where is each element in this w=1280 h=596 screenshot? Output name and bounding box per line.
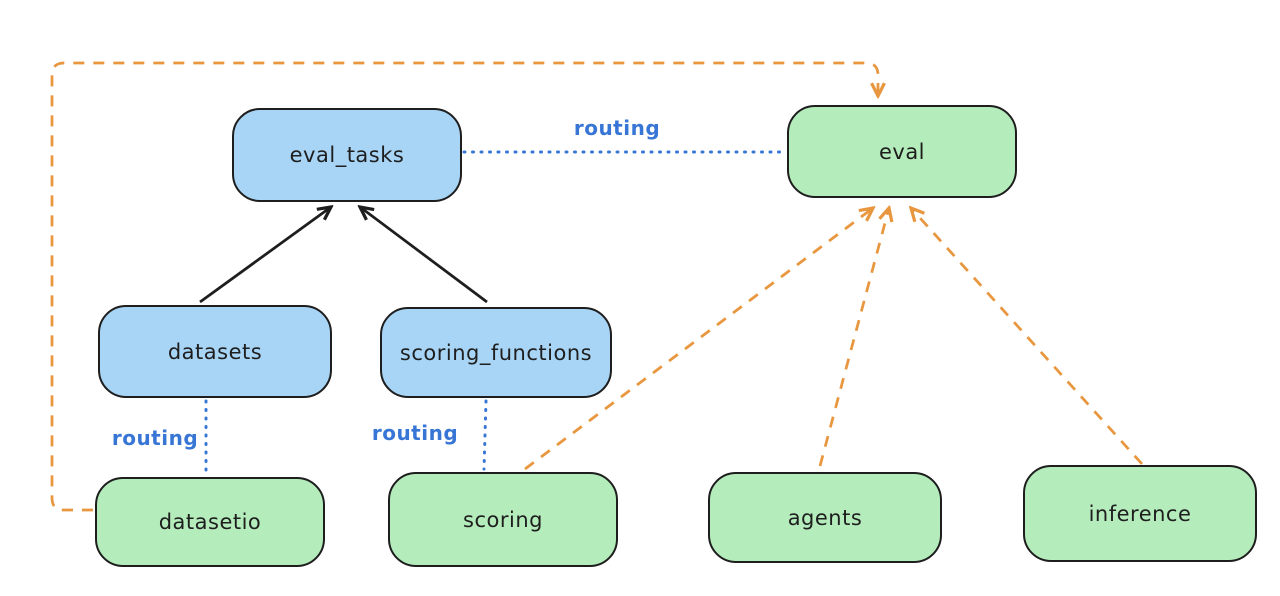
node-eval-tasks: eval_tasks (232, 108, 462, 202)
routing-line-scoring-functions-to-scoring (482, 399, 488, 471)
arrow-scoring-functions-to-eval-tasks (360, 207, 488, 304)
node-eval-label: eval (878, 139, 926, 164)
node-datasetio: datasetio (95, 477, 325, 567)
node-inference-label: inference (1088, 501, 1192, 526)
arrow-inference-to-eval (911, 208, 1144, 465)
arrow-datasets-to-eval-tasks (199, 207, 331, 304)
node-scoring-functions-label: scoring_functions (399, 340, 593, 365)
node-datasets: datasets (98, 305, 332, 398)
routing-label-scoring-functions-to-scoring: routing (371, 421, 459, 445)
arrow-scoring-to-eval (524, 208, 873, 471)
node-agents: agents (708, 472, 942, 563)
node-datasets-label: datasets (167, 339, 263, 364)
routing-label-datasets-to-datasetio: routing (111, 426, 199, 450)
arrow-agents-to-eval (818, 208, 889, 467)
node-eval: eval (787, 105, 1017, 198)
node-scoring: scoring (388, 472, 618, 567)
routing-label-eval-tasks-to-eval: routing (573, 116, 661, 140)
node-datasetio-label: datasetio (158, 510, 262, 534)
node-agents-label: agents (787, 505, 863, 530)
node-scoring-functions: scoring_functions (380, 307, 612, 398)
arrow-datasetio-to-eval-loop (50, 61, 878, 512)
node-eval-tasks-label: eval_tasks (289, 143, 405, 167)
node-inference: inference (1023, 465, 1257, 562)
node-scoring-label: scoring (463, 507, 543, 532)
